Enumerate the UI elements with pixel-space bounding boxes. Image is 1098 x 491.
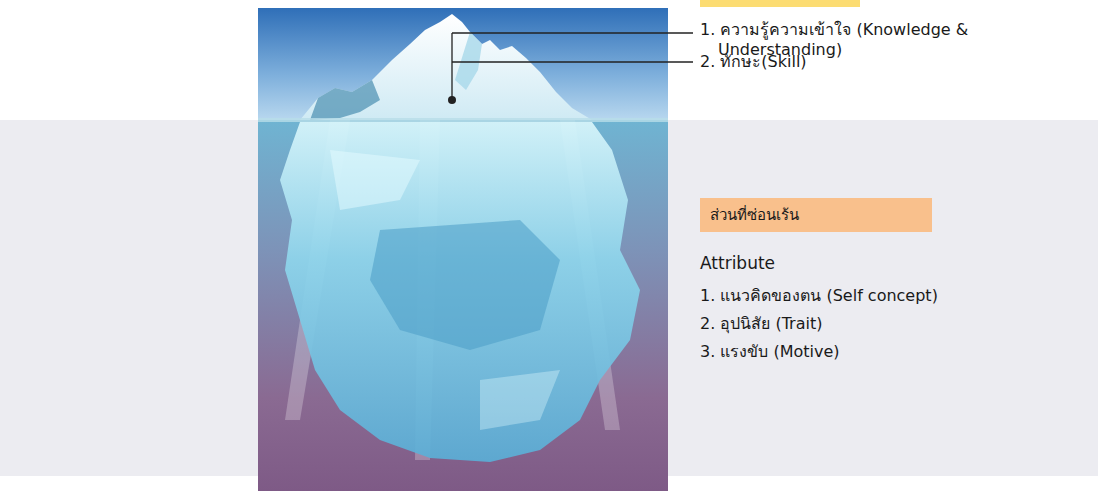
sky (258, 8, 668, 121)
leader-lines (452, 33, 693, 100)
label-text: Attribute (700, 253, 775, 274)
label-text: 2. อุปนิสัย (Trait) (700, 314, 822, 334)
sea (258, 120, 668, 491)
label-text: 3. แรงขับ (Motive) (700, 342, 840, 362)
grey-panel (0, 120, 1098, 476)
label-text: 1. แนวคิดของตน (Self concept) (700, 286, 938, 306)
label-text: 2. ทักษะ(Skill) (700, 52, 807, 72)
iceberg-body (280, 122, 640, 462)
iceberg-tip (300, 14, 592, 120)
box-heading: ส่วนที่ซ่อนเร้น (710, 203, 922, 227)
yellow-header-bar (700, 0, 860, 7)
leader-dot (448, 96, 456, 104)
hidden-part-box: ส่วนที่ซ่อนเร้น (700, 198, 932, 232)
